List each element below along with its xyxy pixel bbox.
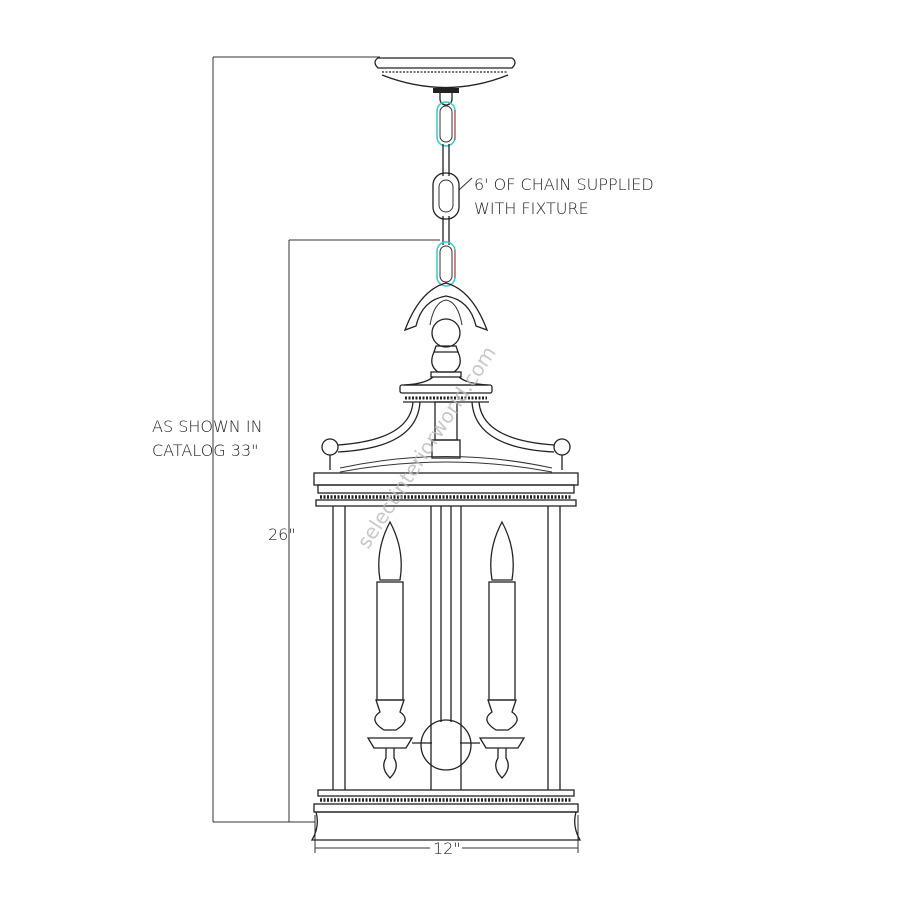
body-height-dimension [288,239,440,822]
body-height-label: 26" [268,525,296,544]
candle-right [460,520,526,779]
crown-arms [321,401,571,473]
chain [432,101,473,287]
hanger [399,282,493,403]
chain-note-line1: 6' OF CHAIN SUPPLIED [474,175,654,194]
top-rim [313,472,579,507]
candle-left [366,520,432,779]
overall-height-label-line1: AS SHOWN IN [152,417,263,436]
canopy [374,57,516,106]
overall-height-label-line2: CATALOG 33" [152,441,259,460]
lantern-base [310,789,582,841]
overall-height-dimension [212,56,380,823]
width-label: 12" [433,839,461,858]
chain-note-line2: WITH FIXTURE [474,199,589,218]
width-dimension [314,815,579,853]
